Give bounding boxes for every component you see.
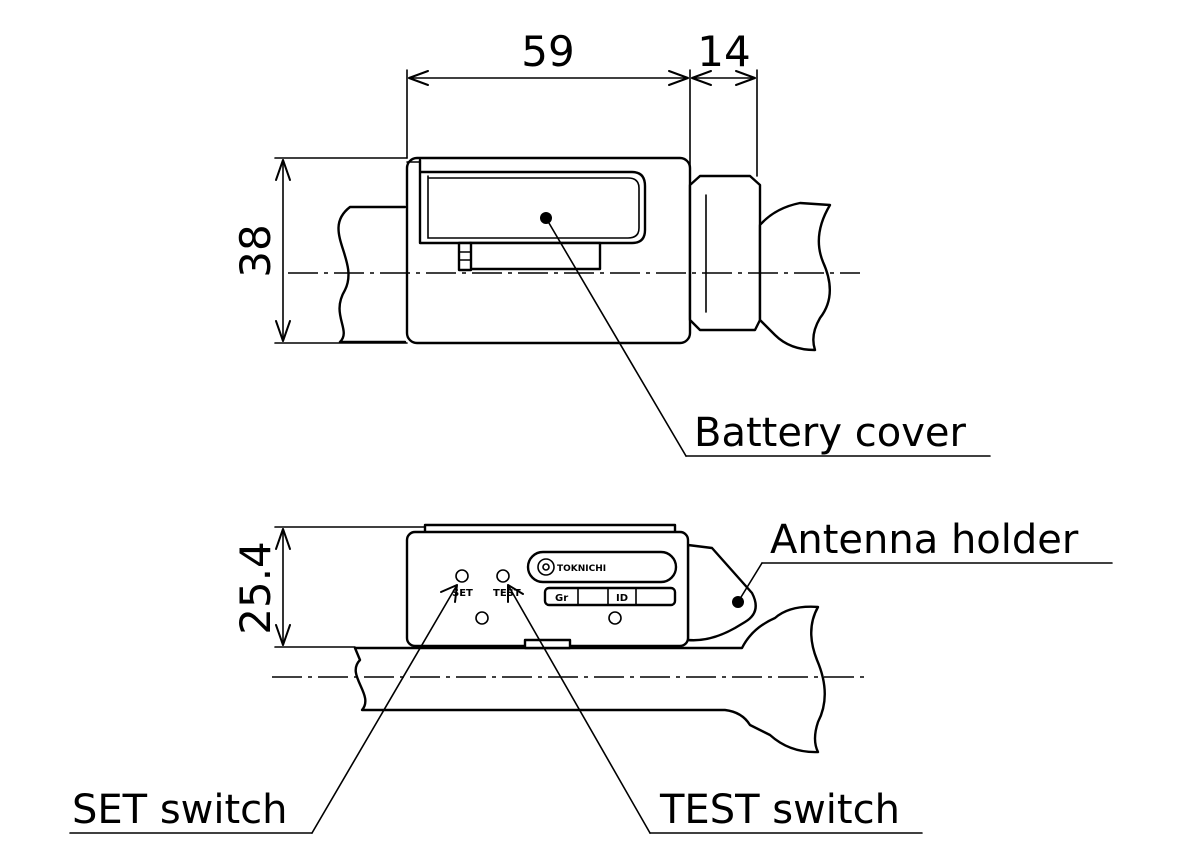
top-antenna-block [688, 174, 762, 332]
antenna-holder-label: Antenna holder [770, 517, 1079, 563]
gr-label: Gr [555, 593, 568, 604]
top-grip [758, 201, 832, 352]
top-shaft-break [337, 205, 407, 344]
brand-text: TOKNICHI [557, 564, 606, 574]
battery-cover-label: Battery cover [694, 410, 967, 456]
arrow-head [275, 320, 291, 342]
set-switch-label: SET switch [72, 787, 288, 833]
battery-cover-outline [418, 158, 647, 245]
brand-logo-icon-inner [542, 563, 550, 571]
test-switch-icon [496, 569, 510, 583]
arrow-head [275, 159, 291, 181]
dimension-lines-side: 25.4 [231, 526, 426, 648]
side-shaft [353, 605, 826, 754]
arrow-head [275, 528, 291, 550]
arrow-head [408, 70, 429, 86]
set-switch-icon [455, 569, 469, 583]
battery-latch-tab [457, 241, 473, 272]
antenna-holder [686, 543, 757, 642]
side-bottom-tab [523, 638, 572, 650]
test-mark: TEST [493, 588, 521, 599]
arrow-head [507, 584, 524, 603]
arrow-head [691, 70, 712, 86]
set-switch-leader [311, 584, 458, 834]
test-switch-callout: TEST switch [507, 584, 923, 834]
side-view: TOKNICHI Gr ID SET TEST [272, 523, 870, 754]
antenna-holder-callout: Antenna holder [737, 517, 1113, 603]
set-mark: SET [452, 588, 473, 599]
arrow-head [668, 70, 689, 86]
battery-cover-callout: Battery cover [545, 217, 991, 457]
dim-59-label: 59 [521, 27, 574, 76]
arrow-head [735, 70, 756, 86]
brand-logo-icon [537, 558, 555, 576]
arrow-head [440, 584, 458, 603]
battery-cover-inner [427, 175, 640, 239]
battery-cover-leader [545, 217, 687, 457]
dim-14-label: 14 [697, 27, 750, 76]
antenna-holder-leader [737, 562, 763, 603]
screw-hole [475, 611, 489, 625]
id-label: ID [616, 593, 628, 604]
test-switch-leader [507, 584, 651, 834]
brand-plate [526, 550, 678, 584]
dimension-lines-top: 59 14 38 [231, 27, 758, 344]
battery-latch [468, 241, 602, 271]
top-view [288, 156, 860, 352]
set-switch-callout: SET switch [69, 584, 458, 834]
screw-hole [608, 611, 622, 625]
dim-25-4-label: 25.4 [231, 541, 280, 635]
test-switch-label: TEST switch [659, 787, 900, 833]
arrow-head [275, 624, 291, 646]
dim-38-label: 38 [231, 224, 280, 277]
